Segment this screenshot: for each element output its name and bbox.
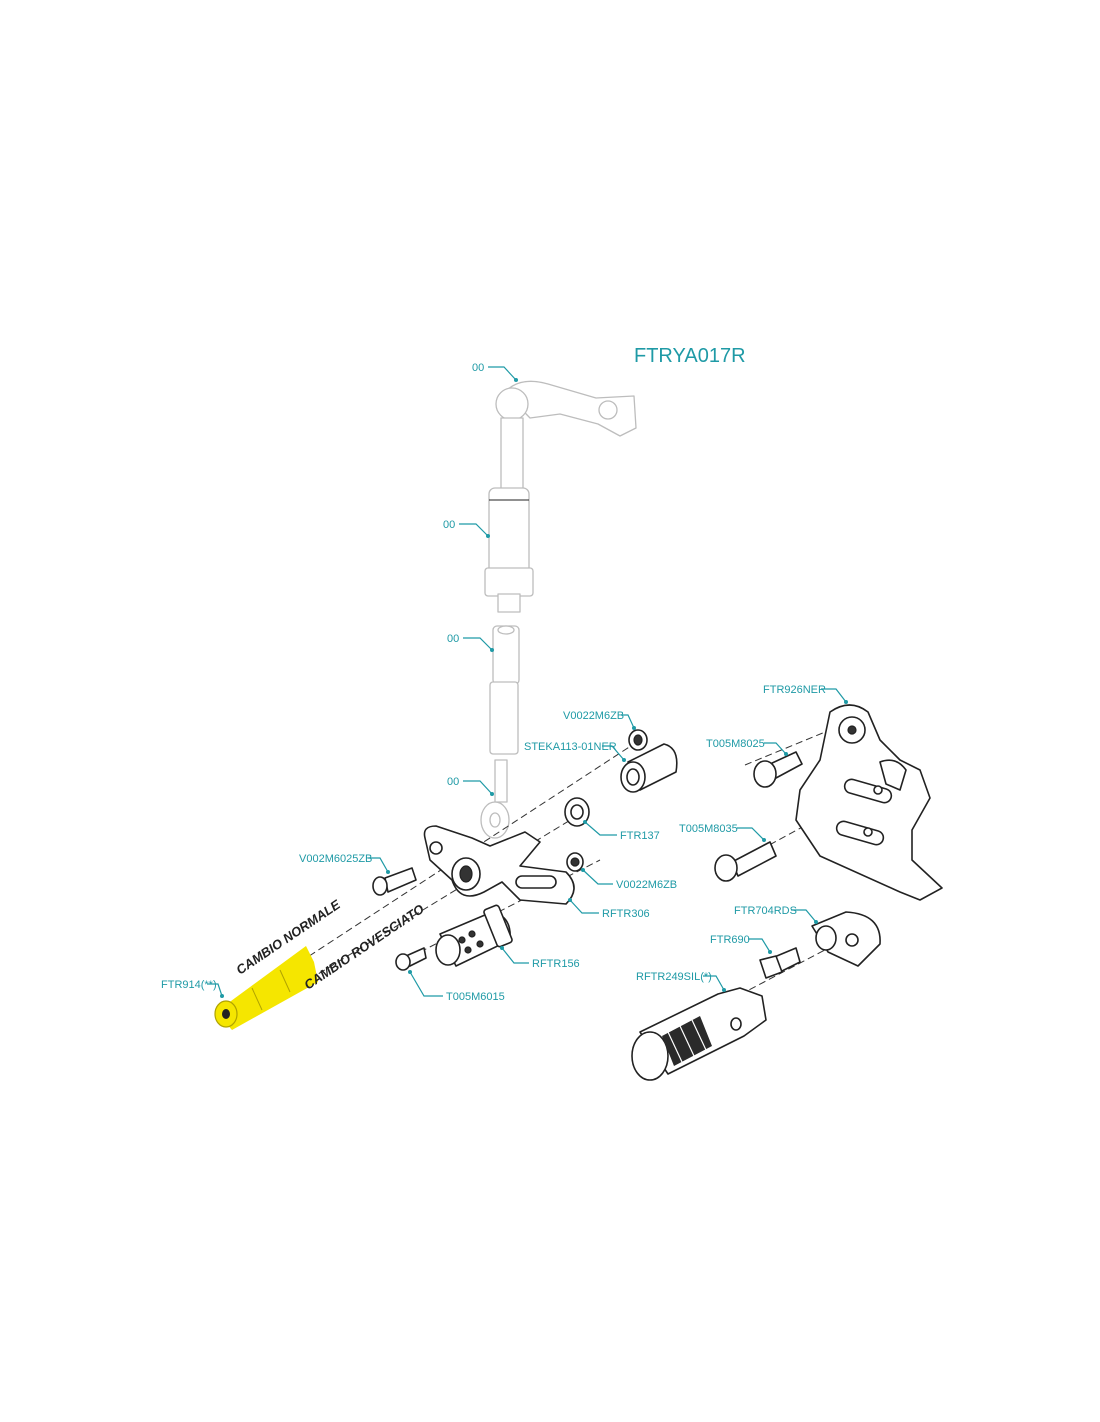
mount-plate [714, 704, 943, 901]
label-bearing: FTR137 [583, 820, 660, 842]
svg-text:STEKA113-01NER: STEKA113-01NER [524, 741, 617, 753]
label-peg-mount: FTR704RDS [734, 905, 818, 924]
label-screw-small: T005M6015 [408, 970, 505, 1003]
label-peg-small: RFTR156 [500, 946, 580, 970]
svg-text:T005M8035: T005M8035 [679, 823, 738, 835]
svg-text:FTR704RDS: FTR704RDS [734, 905, 797, 917]
label-bolt-peg: FTR690 [710, 934, 772, 954]
label-rod-end-top: 00 [472, 362, 518, 382]
svg-text:T005M8025: T005M8025 [706, 738, 765, 750]
svg-text:FTR926NER: FTR926NER [763, 684, 826, 696]
label-bolt-left: V002M6025ZB [299, 853, 390, 874]
label-shaft: FTR914(**) [161, 979, 224, 998]
shaft-part [214, 946, 318, 1030]
label-screw-mid: T005M8035 [679, 823, 766, 842]
svg-text:FTR137: FTR137 [620, 830, 660, 842]
svg-text:RFTR249SIL(*): RFTR249SIL(*) [636, 971, 712, 983]
label-screw-top: T005M8025 [706, 738, 788, 756]
linkage-rod [480, 380, 637, 839]
label-lever: RFTR306 [568, 898, 650, 920]
svg-text:V002M6025ZB: V002M6025ZB [299, 853, 372, 865]
label-spacer: STEKA113-01NER [524, 741, 626, 762]
svg-text:RFTR306: RFTR306 [602, 908, 650, 920]
svg-text:RFTR156: RFTR156 [532, 958, 580, 970]
diagram-title: FTRYA017R [634, 345, 746, 367]
svg-text:00: 00 [447, 633, 459, 645]
shaft-highlight [216, 946, 318, 1030]
label-peg-large: RFTR249SIL(*) [636, 971, 726, 992]
peg-assembly [631, 911, 881, 1081]
svg-text:00: 00 [447, 776, 459, 788]
center-assembly [372, 729, 678, 971]
part-labels: 00 00 00 00 V0022M6ZB STEKA113-01NER FTR… [161, 362, 848, 1003]
label-rod-lower: 00 [447, 633, 494, 652]
svg-text:00: 00 [443, 519, 455, 531]
svg-text:FTR690: FTR690 [710, 934, 750, 946]
label-nut-mid: V0022M6ZB [581, 868, 677, 891]
svg-text:T005M6015: T005M6015 [446, 991, 505, 1003]
svg-text:V0022M6ZB: V0022M6ZB [563, 710, 624, 722]
label-rod-end-bottom: 00 [447, 776, 494, 796]
svg-text:FTR914(**): FTR914(**) [161, 979, 217, 991]
svg-text:V0022M6ZB: V0022M6ZB [616, 879, 677, 891]
label-rod-body: 00 [443, 519, 490, 538]
label-nut-top: V0022M6ZB [563, 710, 636, 730]
label-plate: FTR926NER [763, 684, 848, 704]
svg-text:00: 00 [472, 362, 484, 374]
